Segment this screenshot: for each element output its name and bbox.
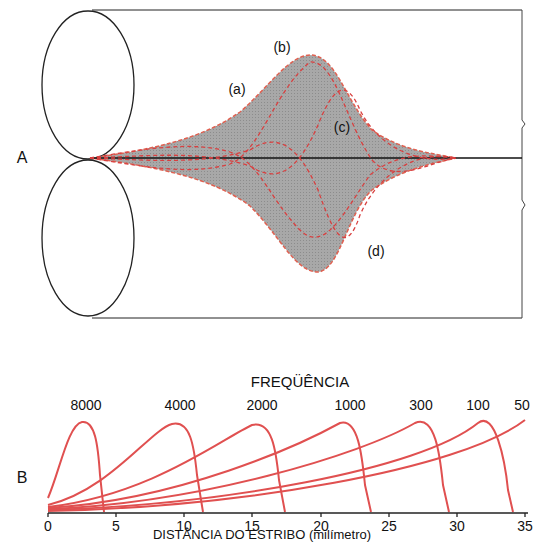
wave-label: (b) (273, 40, 290, 55)
frequency-label: 2000 (246, 398, 277, 413)
tick-label: 0 (44, 519, 52, 534)
axis-title: DISTÂNCIA DO ESTRIBO (milímetro) (153, 528, 371, 542)
frequency-label: 4000 (164, 398, 195, 413)
panel-letter: B (17, 469, 28, 487)
frequency-label: 300 (409, 398, 432, 413)
frequency-label: 50 (514, 398, 530, 413)
tick-label: 5 (112, 519, 120, 534)
tick-label: 35 (517, 519, 533, 534)
panel-letter: A (17, 149, 28, 167)
frequency-label: 1000 (334, 398, 365, 413)
wave-label: (a) (228, 82, 245, 97)
tick-label: 30 (449, 519, 465, 534)
frequency-label: 100 (466, 398, 489, 413)
wave-label: (c) (332, 120, 352, 135)
axis-heading: FREQÜÊNCIA (251, 374, 349, 391)
wave-label: (d) (367, 244, 384, 259)
tick-label: 25 (381, 519, 397, 534)
frequency-label: 8000 (70, 398, 101, 413)
